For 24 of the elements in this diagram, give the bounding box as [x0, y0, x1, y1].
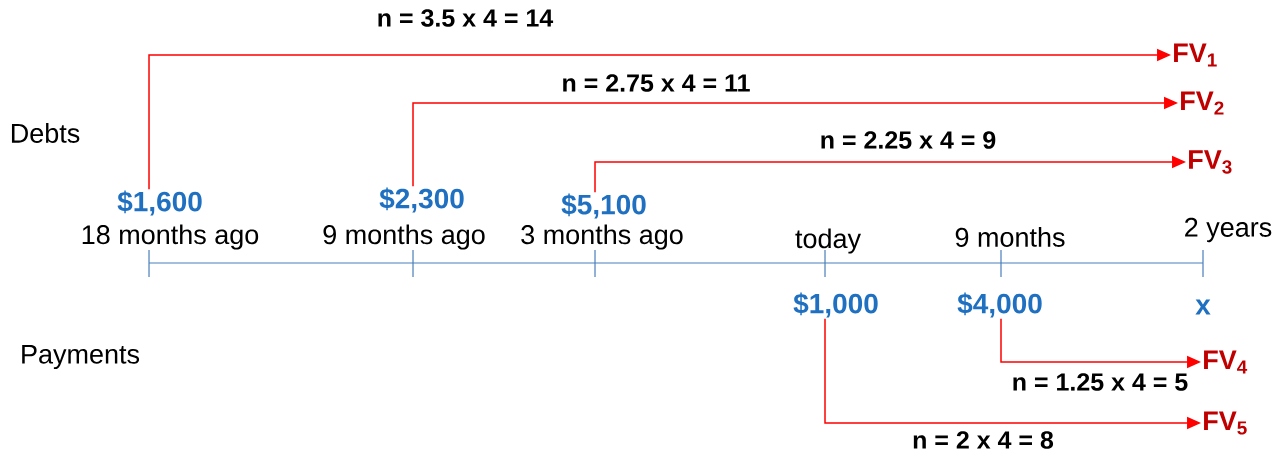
future-value-label: FV$_{4}$: [1204, 350, 1248, 374]
edge-label: n = 2 x 4 = 8: [913, 431, 1054, 449]
edge-label: n = 3.5 x 4 = 14: [378, 9, 554, 27]
unknown-amount: x: [1195, 299, 1211, 315]
time-label: 2 years: [1185, 217, 1272, 243]
amount-label: $5,100: [561, 193, 646, 219]
time-label: 18 months ago: [82, 224, 259, 250]
edge-label: n = 1.25 x 4 = 5: [1013, 373, 1188, 391]
time-label: 3 months ago: [521, 224, 683, 250]
row-label: Payments: [22, 344, 140, 370]
future-value-label: FV$_{2}$: [1181, 91, 1224, 115]
time-label: today: [795, 228, 861, 254]
row-label: Debts: [11, 123, 80, 143]
edge-label: n = 2.75 x 4 = 11: [563, 74, 750, 92]
amount-label: $2,300: [379, 187, 464, 213]
amount-label: $4,000: [957, 292, 1042, 318]
time-label: 9 months ago: [323, 224, 485, 250]
future-value-label: FV$_{5}$: [1204, 411, 1247, 435]
time-label: 9 months: [955, 227, 1065, 247]
future-value-label: FV$_{1}$: [1174, 43, 1217, 67]
amount-label: $1,000: [793, 292, 878, 318]
edge-label: n = 2.25 x 4 = 9: [821, 131, 996, 149]
amount-label: $1,600: [117, 190, 202, 216]
future-value-label: FV$_{3}$: [1189, 150, 1232, 174]
